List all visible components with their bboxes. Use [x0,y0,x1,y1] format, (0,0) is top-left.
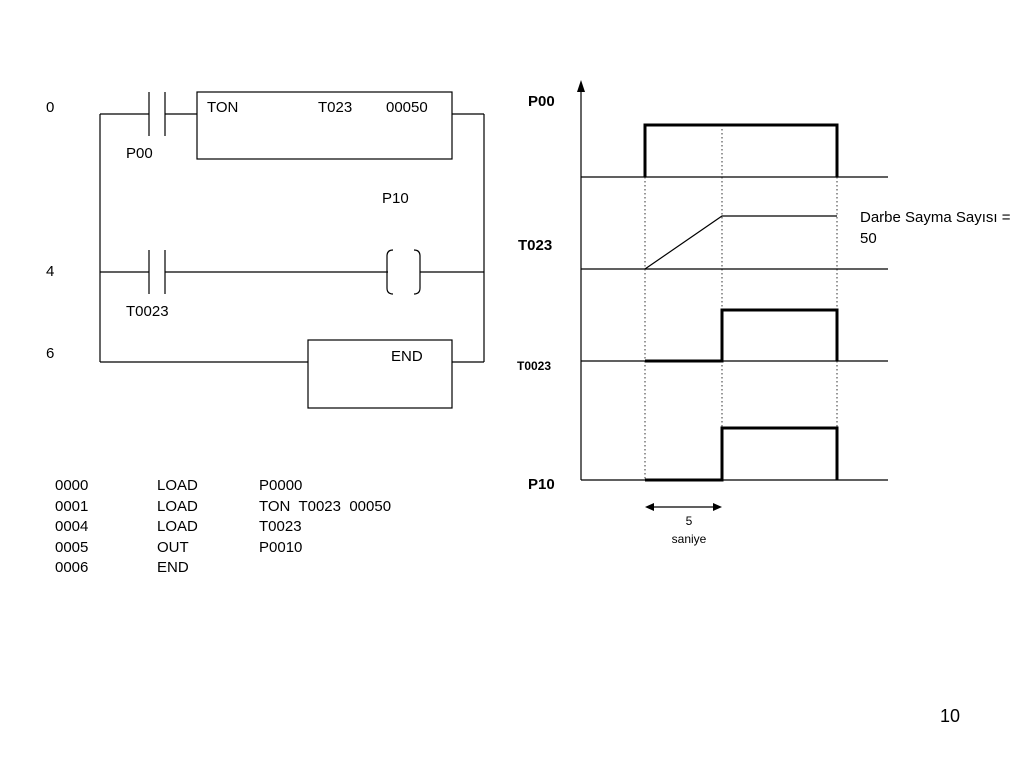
instruction-row: 0001 LOAD TON T0023 00050 [55,497,391,518]
coil-p10-label: P10 [382,190,409,207]
signal-label-p10: P10 [528,476,555,493]
arrow-right-icon [713,503,722,511]
axis-arrow-icon [577,80,585,92]
contact-t0023 [148,250,166,294]
instruction-row: 0006 END [55,558,189,579]
operand: P0000 [259,477,303,494]
rung-number-6: 6 [46,345,54,362]
step-number: 0000 [55,477,89,494]
page-number: 10 [940,706,961,726]
end-block [307,339,453,409]
t023-ramp-waveform [644,215,837,270]
p00-waveform [643,123,839,177]
p10-waveform [645,426,839,482]
pulse-count-value: 50 [860,230,877,247]
ton-type-label: TON [207,99,238,116]
step-number: 0005 [55,538,89,556]
pulse-count-label: Darbe Sayma Sayısı = [860,209,1011,226]
instruction: LOAD [157,497,198,515]
rung-number-0: 0 [46,99,54,116]
step-number: 0006 [55,559,89,576]
ladder-diagram: 0 4 6 P00 TON T023 00050 T0023 P1 [46,91,485,409]
arrow-left-icon [645,503,654,511]
operand: P0010 [259,538,303,556]
instruction: OUT [157,538,189,556]
instruction-row: 0005 OUT P0010 [55,538,302,559]
contact-p00-label: P00 [126,145,153,162]
signal-label-p00: P00 [528,93,555,110]
interval-unit: saniye [672,532,707,546]
signal-label-t0023: T0023 [517,359,551,373]
end-block-label: END [391,348,423,365]
operand: T0023 [259,518,302,535]
instruction: LOAD [157,518,198,535]
rung-number-4: 4 [46,263,54,280]
contact-p00 [148,92,166,136]
t0023-waveform [645,308,839,363]
signal-label-t023: T023 [518,237,552,254]
ton-timer-label: T023 [318,99,352,116]
instruction-row: 0004 LOAD T0023 [55,517,302,538]
interval-value: 5 [686,514,693,528]
ton-preset-label: 00050 [386,99,428,116]
instruction-row: 0000 LOAD P0000 [55,476,302,497]
instruction: END [157,559,189,576]
output-coil-p10 [386,249,421,295]
operand: TON T0023 00050 [259,497,392,515]
instruction: LOAD [157,477,198,494]
contact-t0023-label: T0023 [126,303,169,320]
step-number: 0004 [55,518,89,535]
ton-timer-block [196,91,453,160]
step-number: 0001 [55,497,89,515]
instruction-list: 0000 LOAD P0000 0001 LOAD TON T0023 0005… [55,476,391,579]
timing-diagram: P00 T023 T0023 P10 Darbe Sayma Sayısı = … [517,80,1011,546]
